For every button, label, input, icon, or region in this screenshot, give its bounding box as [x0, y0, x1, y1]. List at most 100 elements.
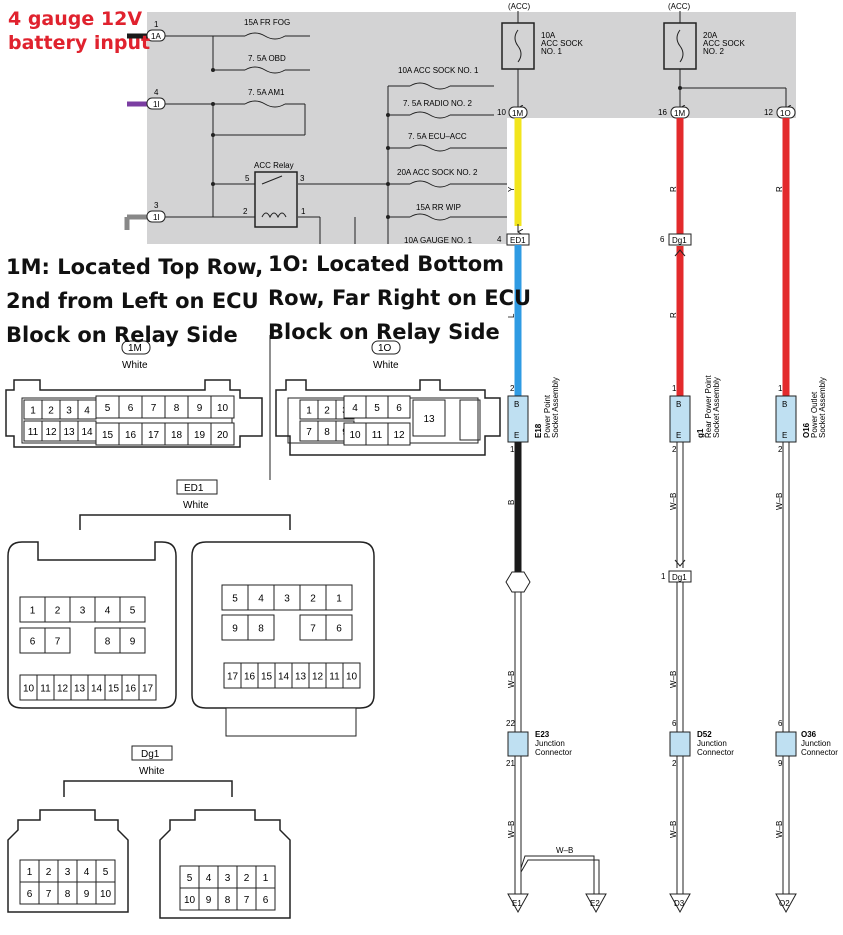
note-1o-line: Row, Far Right on ECU — [268, 286, 532, 310]
svg-text:B: B — [507, 500, 516, 505]
pin-number: 3 — [66, 406, 72, 417]
note-1o-line: 1O: Located Bottom — [268, 252, 505, 276]
pin-number: 4 — [352, 403, 358, 414]
pin-number: 10 — [349, 430, 361, 441]
input-pin-3: 3 1I — [146, 201, 166, 223]
svg-text:1: 1 — [154, 20, 159, 29]
svg-text:Junction: Junction — [697, 739, 727, 748]
svg-text:E: E — [782, 431, 787, 440]
pin-number: 3 — [80, 606, 86, 617]
svg-text:3: 3 — [154, 201, 159, 210]
svg-text:1I: 1I — [153, 100, 160, 109]
svg-text:1: 1 — [301, 207, 306, 216]
pin-number: 8 — [225, 895, 231, 906]
svg-text:1M: 1M — [128, 343, 142, 354]
pin-number: 18 — [171, 430, 183, 441]
pin-number: 16 — [244, 672, 256, 683]
pin-cell — [412, 399, 446, 437]
pin-number: 2 — [48, 406, 54, 417]
note-1m: 1M: Located Top Row, 2nd from Left on EC… — [6, 250, 263, 352]
ground-e1: E1 — [512, 899, 522, 908]
pin-number: 9 — [232, 624, 238, 635]
svg-text:Connector: Connector — [801, 748, 838, 757]
pin-number: 6 — [128, 403, 134, 414]
pin-number: 7 — [46, 889, 52, 900]
fuse-label: 20A ACC SOCK NO. 2 — [397, 168, 478, 177]
pin-cell — [44, 627, 71, 654]
svg-text:White: White — [373, 360, 399, 371]
svg-text:R: R — [775, 186, 784, 192]
svg-text:10A: 10A — [541, 31, 556, 40]
pin-number: 15 — [108, 684, 120, 695]
svg-text:ACC SOCK: ACC SOCK — [703, 39, 745, 48]
pin-number: 17 — [227, 672, 239, 683]
pin-number: 1 — [30, 606, 36, 617]
pin-number: 8 — [105, 637, 111, 648]
svg-text:Rear Power Point: Rear Power Point — [704, 375, 713, 438]
svg-text:L: L — [507, 313, 516, 318]
svg-text:Socket Assembly: Socket Assembly — [712, 377, 721, 438]
pin-number: 7 — [306, 427, 312, 438]
pin-cell — [19, 596, 46, 623]
pin-number: 19 — [194, 430, 206, 441]
pin-number: 14 — [278, 672, 290, 683]
battery-input-note: 4 gauge 12V battery input — [8, 7, 150, 55]
pin-cell — [325, 584, 353, 611]
svg-text:O36: O36 — [801, 730, 817, 739]
pin-number: 6 — [396, 403, 402, 414]
svg-text:21: 21 — [506, 759, 515, 768]
pin-cell — [255, 887, 276, 911]
circuit-e18: Y 4 ED1 L 2 B E E18 Power Point Socket A… — [497, 118, 607, 914]
pin-number: 1 — [30, 406, 36, 417]
battery-line-1: 4 gauge 12V — [8, 8, 143, 30]
svg-text:Dg1: Dg1 — [672, 573, 687, 582]
battery-line-2: battery input — [8, 32, 151, 54]
pin-number: 13 — [423, 414, 435, 425]
svg-text:2: 2 — [672, 445, 677, 454]
ground-o2: O2 — [779, 899, 790, 908]
pin-cell — [19, 627, 46, 654]
pin-number: 1 — [306, 406, 312, 417]
pin-cell — [325, 614, 353, 641]
pin-number: 4 — [258, 594, 264, 605]
svg-text:20A: 20A — [703, 31, 718, 40]
note-1m-line: 2nd from Left on ECU — [6, 289, 259, 313]
pin-number: 10 — [217, 403, 229, 414]
svg-text:g1: g1 — [696, 428, 705, 438]
ground-e2: E2 — [590, 899, 600, 908]
svg-text:White: White — [122, 360, 148, 371]
svg-text:E18: E18 — [534, 423, 543, 438]
pin-number: 15 — [102, 430, 114, 441]
pin-number: 5 — [187, 873, 193, 884]
output-pin-16-1m: 16 1M — [658, 106, 690, 119]
input-pin-1: 1 1A — [146, 20, 166, 42]
svg-text:3: 3 — [300, 174, 305, 183]
pin-number: 7 — [151, 403, 157, 414]
svg-text:2: 2 — [510, 384, 515, 393]
svg-text:Connector: Connector — [535, 748, 572, 757]
svg-text:(ACC): (ACC) — [508, 2, 531, 11]
pin-number: 8 — [324, 427, 330, 438]
pin-cell — [119, 596, 146, 623]
svg-text:1M: 1M — [674, 109, 685, 118]
pin-number: 16 — [125, 430, 137, 441]
pin-number: 5 — [232, 594, 238, 605]
svg-text:B: B — [514, 400, 519, 409]
svg-text:ED1: ED1 — [184, 483, 204, 494]
pin-number: 8 — [65, 889, 71, 900]
svg-text:E: E — [514, 431, 519, 440]
svg-text:W–B: W–B — [507, 671, 516, 688]
pin-number: 5 — [103, 867, 109, 878]
pin-number: 5 — [374, 403, 380, 414]
pin-number: 7 — [55, 637, 61, 648]
output-pin-12-1o: 12 1O — [764, 106, 796, 119]
svg-text:W–B: W–B — [507, 821, 516, 838]
pin-number: 1 — [336, 594, 342, 605]
svg-text:1: 1 — [778, 384, 783, 393]
pin-cell — [95, 881, 116, 905]
pin-number: 9 — [84, 889, 90, 900]
pin-number: 14 — [91, 684, 103, 695]
svg-text:12: 12 — [764, 108, 773, 117]
